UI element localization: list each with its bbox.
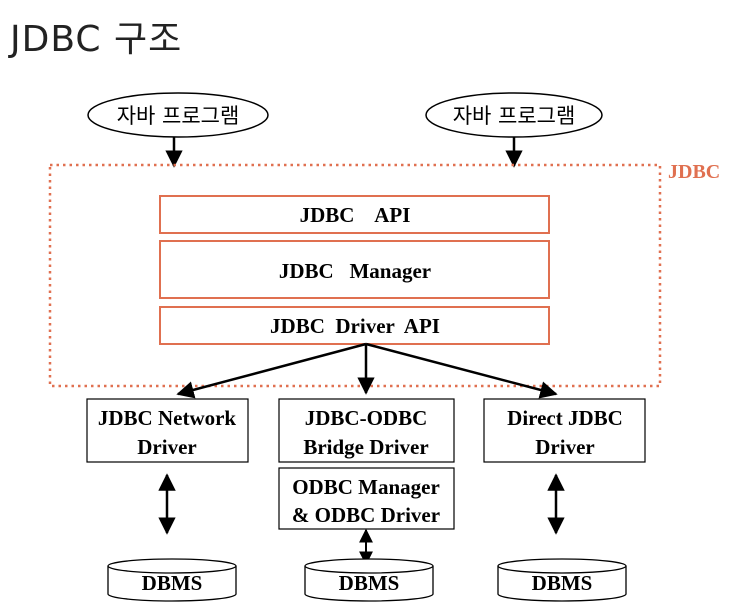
jdbc-driver-api-layer: JDBC Driver API xyxy=(159,306,550,345)
java-program-node-left: 자바 프로그램 xyxy=(87,92,269,138)
odbc-manager-line2: & ODBC Driver xyxy=(292,503,440,527)
jdbc-odbc-bridge-driver-box: JDBC-ODBC Bridge Driver xyxy=(278,398,455,463)
direct-driver-line2: Driver xyxy=(535,435,594,459)
jdbc-network-driver-box: JDBC Network Driver xyxy=(86,398,249,463)
direct-driver-line1: Direct JDBC xyxy=(507,406,623,430)
dbms-label-left: DBMS xyxy=(142,571,203,595)
java-program-node-right: 자바 프로그램 xyxy=(425,92,603,138)
jdbc-api-layer: JDBC API xyxy=(159,195,550,234)
arrow-to-direct-driver xyxy=(365,342,558,399)
dbms-label-right: DBMS xyxy=(532,571,593,595)
dbms-cylinder-right: DBMS xyxy=(497,558,627,602)
arrow-to-network-driver xyxy=(176,342,367,399)
direct-jdbc-driver-box: Direct JDBC Driver xyxy=(483,398,646,463)
bridge-driver-line1: JDBC-ODBC xyxy=(305,406,428,430)
dbms-cylinder-middle: DBMS xyxy=(304,558,434,602)
network-driver-line2: Driver xyxy=(137,435,196,459)
odbc-manager-box: ODBC Manager & ODBC Driver xyxy=(278,467,455,530)
jdbc-manager-layer: JDBC Manager xyxy=(159,240,550,299)
jdbc-manager-label: JDBC Manager xyxy=(279,259,431,283)
jdbc-group-label: JDBC xyxy=(668,161,720,183)
jdbc-api-label: JDBC API xyxy=(300,203,411,227)
jdbc-driver-api-label: JDBC Driver API xyxy=(270,314,440,338)
dbms-cylinder-left: DBMS xyxy=(107,558,237,602)
page-title: JDBC 구조 xyxy=(10,19,183,60)
dbms-label-middle: DBMS xyxy=(339,571,400,595)
bridge-driver-line2: Bridge Driver xyxy=(303,435,428,459)
java-program-label-left: 자바 프로그램 xyxy=(117,104,240,128)
odbc-manager-line1: ODBC Manager xyxy=(292,475,440,499)
network-driver-line1: JDBC Network xyxy=(98,406,237,430)
java-program-label-right: 자바 프로그램 xyxy=(453,104,576,128)
